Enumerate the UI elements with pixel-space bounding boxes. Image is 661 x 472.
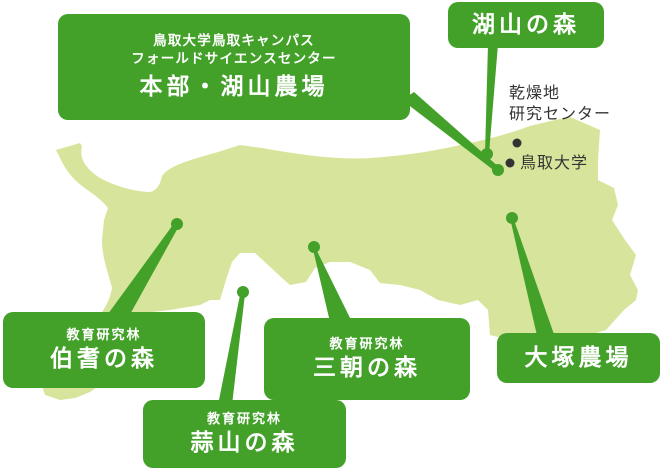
misasa-main: 三朝の森 <box>313 354 421 381</box>
label-koyama-forest[interactable]: 湖山の森 <box>448 2 604 48</box>
marker-hiruzen[interactable] <box>237 286 249 298</box>
label-hiruzen-forest[interactable]: 教育研究林 蒜山の森 <box>143 400 346 468</box>
marker-tottori-university[interactable] <box>505 158 515 168</box>
pointer-hoki <box>105 222 179 318</box>
honbu-line2: フォールドサイエンスセンター <box>131 51 337 67</box>
pointer-honbu <box>402 92 500 172</box>
marker-misasa[interactable] <box>308 241 320 253</box>
label-misasa-forest[interactable]: 教育研究林 三朝の森 <box>264 318 470 400</box>
tottori-univ-label: 鳥取大学 <box>520 153 589 172</box>
misasa-sub: 教育研究林 <box>329 336 405 352</box>
land-shape <box>40 117 638 400</box>
marker-hoki[interactable] <box>171 218 183 230</box>
arid-land-line1: 乾燥地 <box>509 83 561 102</box>
marker-koyama[interactable] <box>481 148 493 160</box>
arid-land-line2: 研究センター <box>509 104 612 123</box>
pointer-hiruzen <box>218 290 245 405</box>
pointer-misasa <box>312 245 352 322</box>
pointer-koyama <box>485 44 498 154</box>
marker-honbu[interactable] <box>492 164 504 176</box>
poi-tottori-university[interactable]: 鳥取大学 <box>520 152 588 173</box>
label-honbu-koyama-farm[interactable]: 鳥取大学鳥取キャンパス フォールドサイエンスセンター 本部・湖山農場 <box>58 14 410 120</box>
honbu-main: 本部・湖山農場 <box>139 74 329 100</box>
hiruzen-main: 蒜山の森 <box>190 429 299 456</box>
honbu-line1: 鳥取大学鳥取キャンパス <box>153 33 315 49</box>
pointer-otsuka <box>510 218 556 340</box>
label-otsuka-farm[interactable]: 大塚農場 <box>497 333 660 383</box>
hoki-main: 伯耆の森 <box>50 345 158 372</box>
otsuka-main: 大塚農場 <box>524 345 633 371</box>
poi-arid-land-research-center[interactable]: 乾燥地 研究センター <box>509 82 611 124</box>
koyama-main: 湖山の森 <box>472 12 580 38</box>
hoki-sub: 教育研究林 <box>66 327 142 343</box>
label-hoki-forest[interactable]: 教育研究林 伯耆の森 <box>3 312 205 388</box>
hiruzen-sub: 教育研究林 <box>206 411 282 427</box>
marker-arid-land-center[interactable] <box>512 138 522 148</box>
marker-otsuka[interactable] <box>506 212 518 224</box>
